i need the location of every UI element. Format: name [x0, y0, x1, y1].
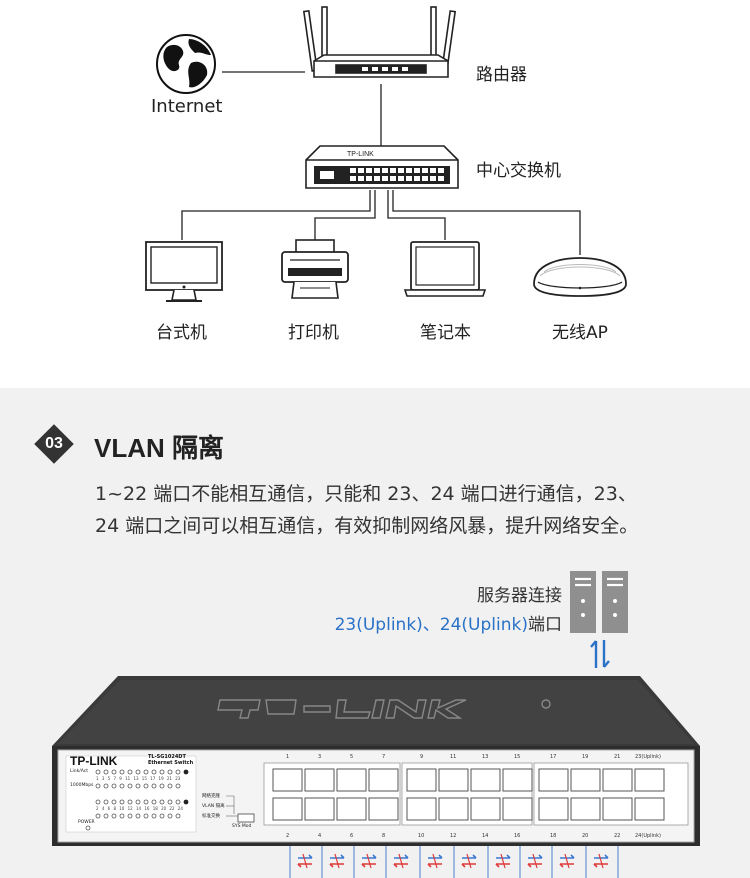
- device-label-desktop: 台式机: [156, 323, 207, 343]
- port-number-bottom: 20: [582, 833, 589, 839]
- network-topology: Internet 路由器 TP-LINK: [0, 0, 750, 388]
- router-label: 路由器: [476, 65, 527, 85]
- topology-lines: [181, 71, 581, 255]
- section-title: VLAN 隔离: [94, 433, 225, 463]
- port-number-bottom: 6: [350, 833, 354, 839]
- port-number-top: 11: [450, 754, 457, 760]
- laptop-icon: [403, 240, 487, 298]
- panel-linkact-label: Link/Act: [70, 769, 88, 774]
- globe-icon: [155, 33, 217, 95]
- device-label-ap: 无线AP: [552, 323, 608, 343]
- port-number-bottom: 16: [514, 833, 521, 839]
- desktop-icon: [144, 240, 224, 304]
- port-number-bottom: 10: [418, 833, 425, 839]
- server-ports-suffix: 端口: [528, 615, 562, 635]
- access-point-icon: [530, 254, 630, 300]
- port-number-top: 1: [286, 754, 290, 760]
- port-number-bottom: 18: [550, 833, 557, 839]
- port-number-top: 19: [582, 754, 589, 760]
- section-description-line-1: 1~22 端口不能相互通信，只能和 23、24 端口进行通信，23、: [95, 483, 637, 505]
- port-number-top: 3: [318, 754, 322, 760]
- switch-label: 中心交换机: [476, 161, 561, 181]
- port-number-top: 9: [420, 754, 424, 760]
- panel-model-sub: Ethernet Switch: [148, 760, 194, 766]
- section-number-badge: 03: [34, 424, 74, 464]
- panel-speed-label: 1000Mbps: [70, 783, 94, 788]
- port-number-bottom: 8: [382, 833, 386, 839]
- server-ports-label: 23(Uplink)、24(Uplink)端口: [335, 610, 562, 635]
- server-ports-blue: 23(Uplink)、24(Uplink): [334, 615, 528, 635]
- port-number-top: 15: [514, 754, 521, 760]
- server-label: 服务器连接: [477, 586, 562, 606]
- panel-led-top-numbers: 1 3 5 7 9 11 13 15 17 19 21 23: [96, 776, 181, 781]
- panel-mode-label-standard: 标准交换: [202, 814, 220, 819]
- printer-icon: [280, 238, 350, 302]
- panel-led-bottom-numbers: 2 4 6 8 10 12 14 16 18 20 22 24: [96, 806, 183, 811]
- panel-model: TL-SG1024DT: [148, 754, 186, 760]
- port-number-bottom: 22: [614, 833, 621, 839]
- switch-panel: TP-LINK TL-SG1024DT Ethernet Switch Link…: [0, 668, 750, 878]
- port-number-top: 17: [550, 754, 557, 760]
- port-number-bottom: 14: [482, 833, 489, 839]
- port-number-bottom: 2: [286, 833, 290, 839]
- server-icon: [570, 571, 630, 635]
- vlan-section: 03 VLAN 隔离 1~22 端口不能相互通信，只能和 23、24 端口进行通…: [0, 388, 750, 878]
- port-number-top: 7: [382, 754, 386, 760]
- port-number-top: 13: [482, 754, 489, 760]
- device-label-laptop: 笔记本: [420, 323, 471, 343]
- port-number-bottom: 4: [318, 833, 322, 839]
- section-number: 03: [45, 435, 63, 452]
- switch-icon: TP-LINK: [302, 144, 462, 194]
- panel-power-label: POWER: [78, 820, 95, 825]
- internet-label: Internet: [151, 96, 223, 117]
- switch-chassis: [52, 676, 700, 878]
- svg-text:TP-LINK: TP-LINK: [347, 151, 374, 158]
- port-number-bottom: 24(Uplink): [635, 833, 661, 839]
- uplink-arrows-icon: [588, 638, 614, 670]
- port-number-top: 21: [614, 754, 621, 760]
- section-description-line-2: 24 端口之间可以相互通信，有效抑制网络风暴，提升网络安全。: [95, 515, 639, 537]
- panel-mode-label-clone: 网络克隆: [202, 794, 220, 799]
- panel-mode-label-vlan: VLAN 隔离: [202, 804, 225, 809]
- router-icon: [300, 5, 460, 87]
- port-number-bottom: 12: [450, 833, 457, 839]
- device-label-printer: 打印机: [288, 323, 339, 343]
- panel-brand: TP-LINK: [70, 754, 118, 768]
- port-number-top: 5: [350, 754, 354, 760]
- port-number-top: 23(Uplink): [635, 754, 661, 760]
- panel-sys-mode-label: SYS Mod: [232, 824, 252, 829]
